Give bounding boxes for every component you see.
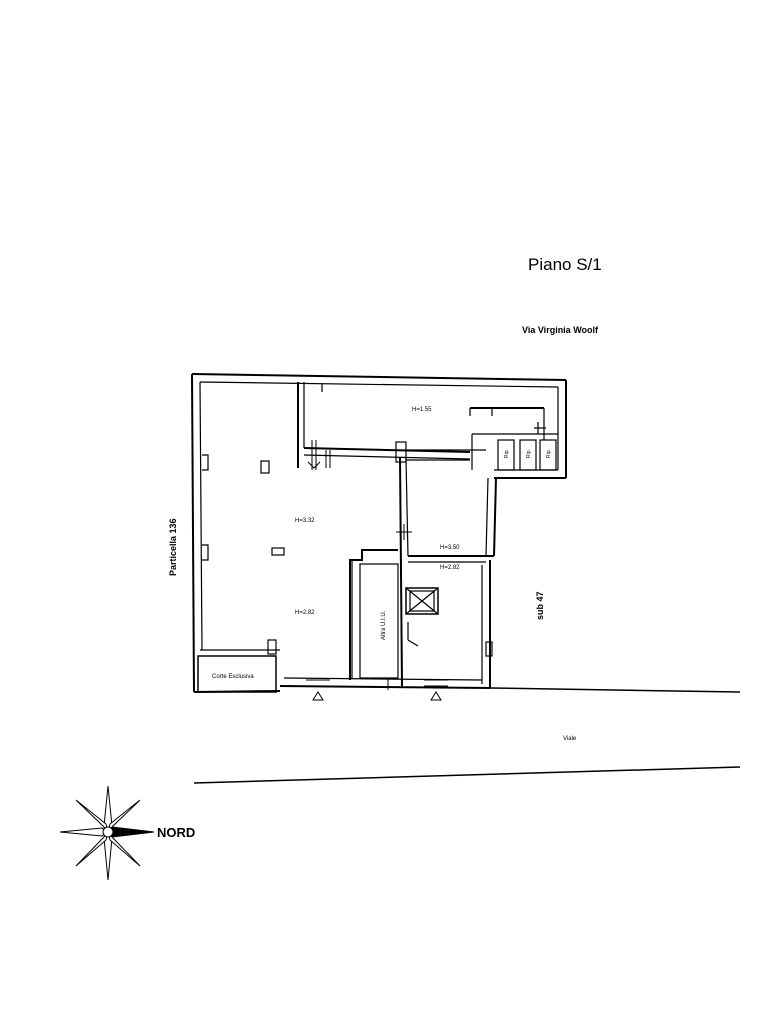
storage-room-walls [297, 382, 471, 468]
compass-rose [59, 785, 155, 881]
north-arrow-icon [107, 826, 155, 838]
adjacent-unit-label: sub 47 [535, 591, 545, 620]
lift-block [405, 587, 439, 647]
entrance-marker-right [424, 679, 448, 701]
central-partition-walls [396, 449, 494, 687]
service-rooms-block [469, 407, 558, 471]
street-name-bottom: Viale [563, 736, 577, 742]
main-room-height-upper: H=3.32 [295, 518, 315, 524]
entrance-marker-left [306, 679, 330, 701]
floor-title: Piano S/1 [528, 255, 602, 274]
main-room-pillars [260, 460, 285, 556]
street-edge-lower [193, 766, 741, 784]
storage-room-height: H=1.55 [412, 407, 432, 413]
mid-room-height-lower: H=2.82 [440, 565, 460, 571]
parcel-label: Particella 136 [168, 518, 178, 576]
outer-perimeter [191, 373, 567, 693]
other-unit-label: Altra U.I.U. [381, 610, 387, 640]
main-room-height-lower: H=2.82 [295, 610, 315, 616]
other-unit-walls [349, 549, 399, 680]
courtyard-label: Corte Esclusiva [212, 674, 254, 680]
service-room-label-1: Rip. [504, 449, 510, 458]
storage-door-marks [307, 440, 331, 470]
compass-label: NORD [157, 825, 195, 840]
mid-room-height-upper: H=3.50 [440, 545, 460, 551]
right-wall-mark [485, 641, 493, 657]
service-room-label-2: Rip. [526, 449, 532, 458]
courtyard-area [197, 639, 280, 693]
street-name-top: Via Virginia Woolf [522, 325, 599, 335]
street-edge-upper [489, 687, 741, 693]
service-room-label-3: Rip. [546, 449, 552, 458]
left-wall-jogs [202, 454, 209, 561]
